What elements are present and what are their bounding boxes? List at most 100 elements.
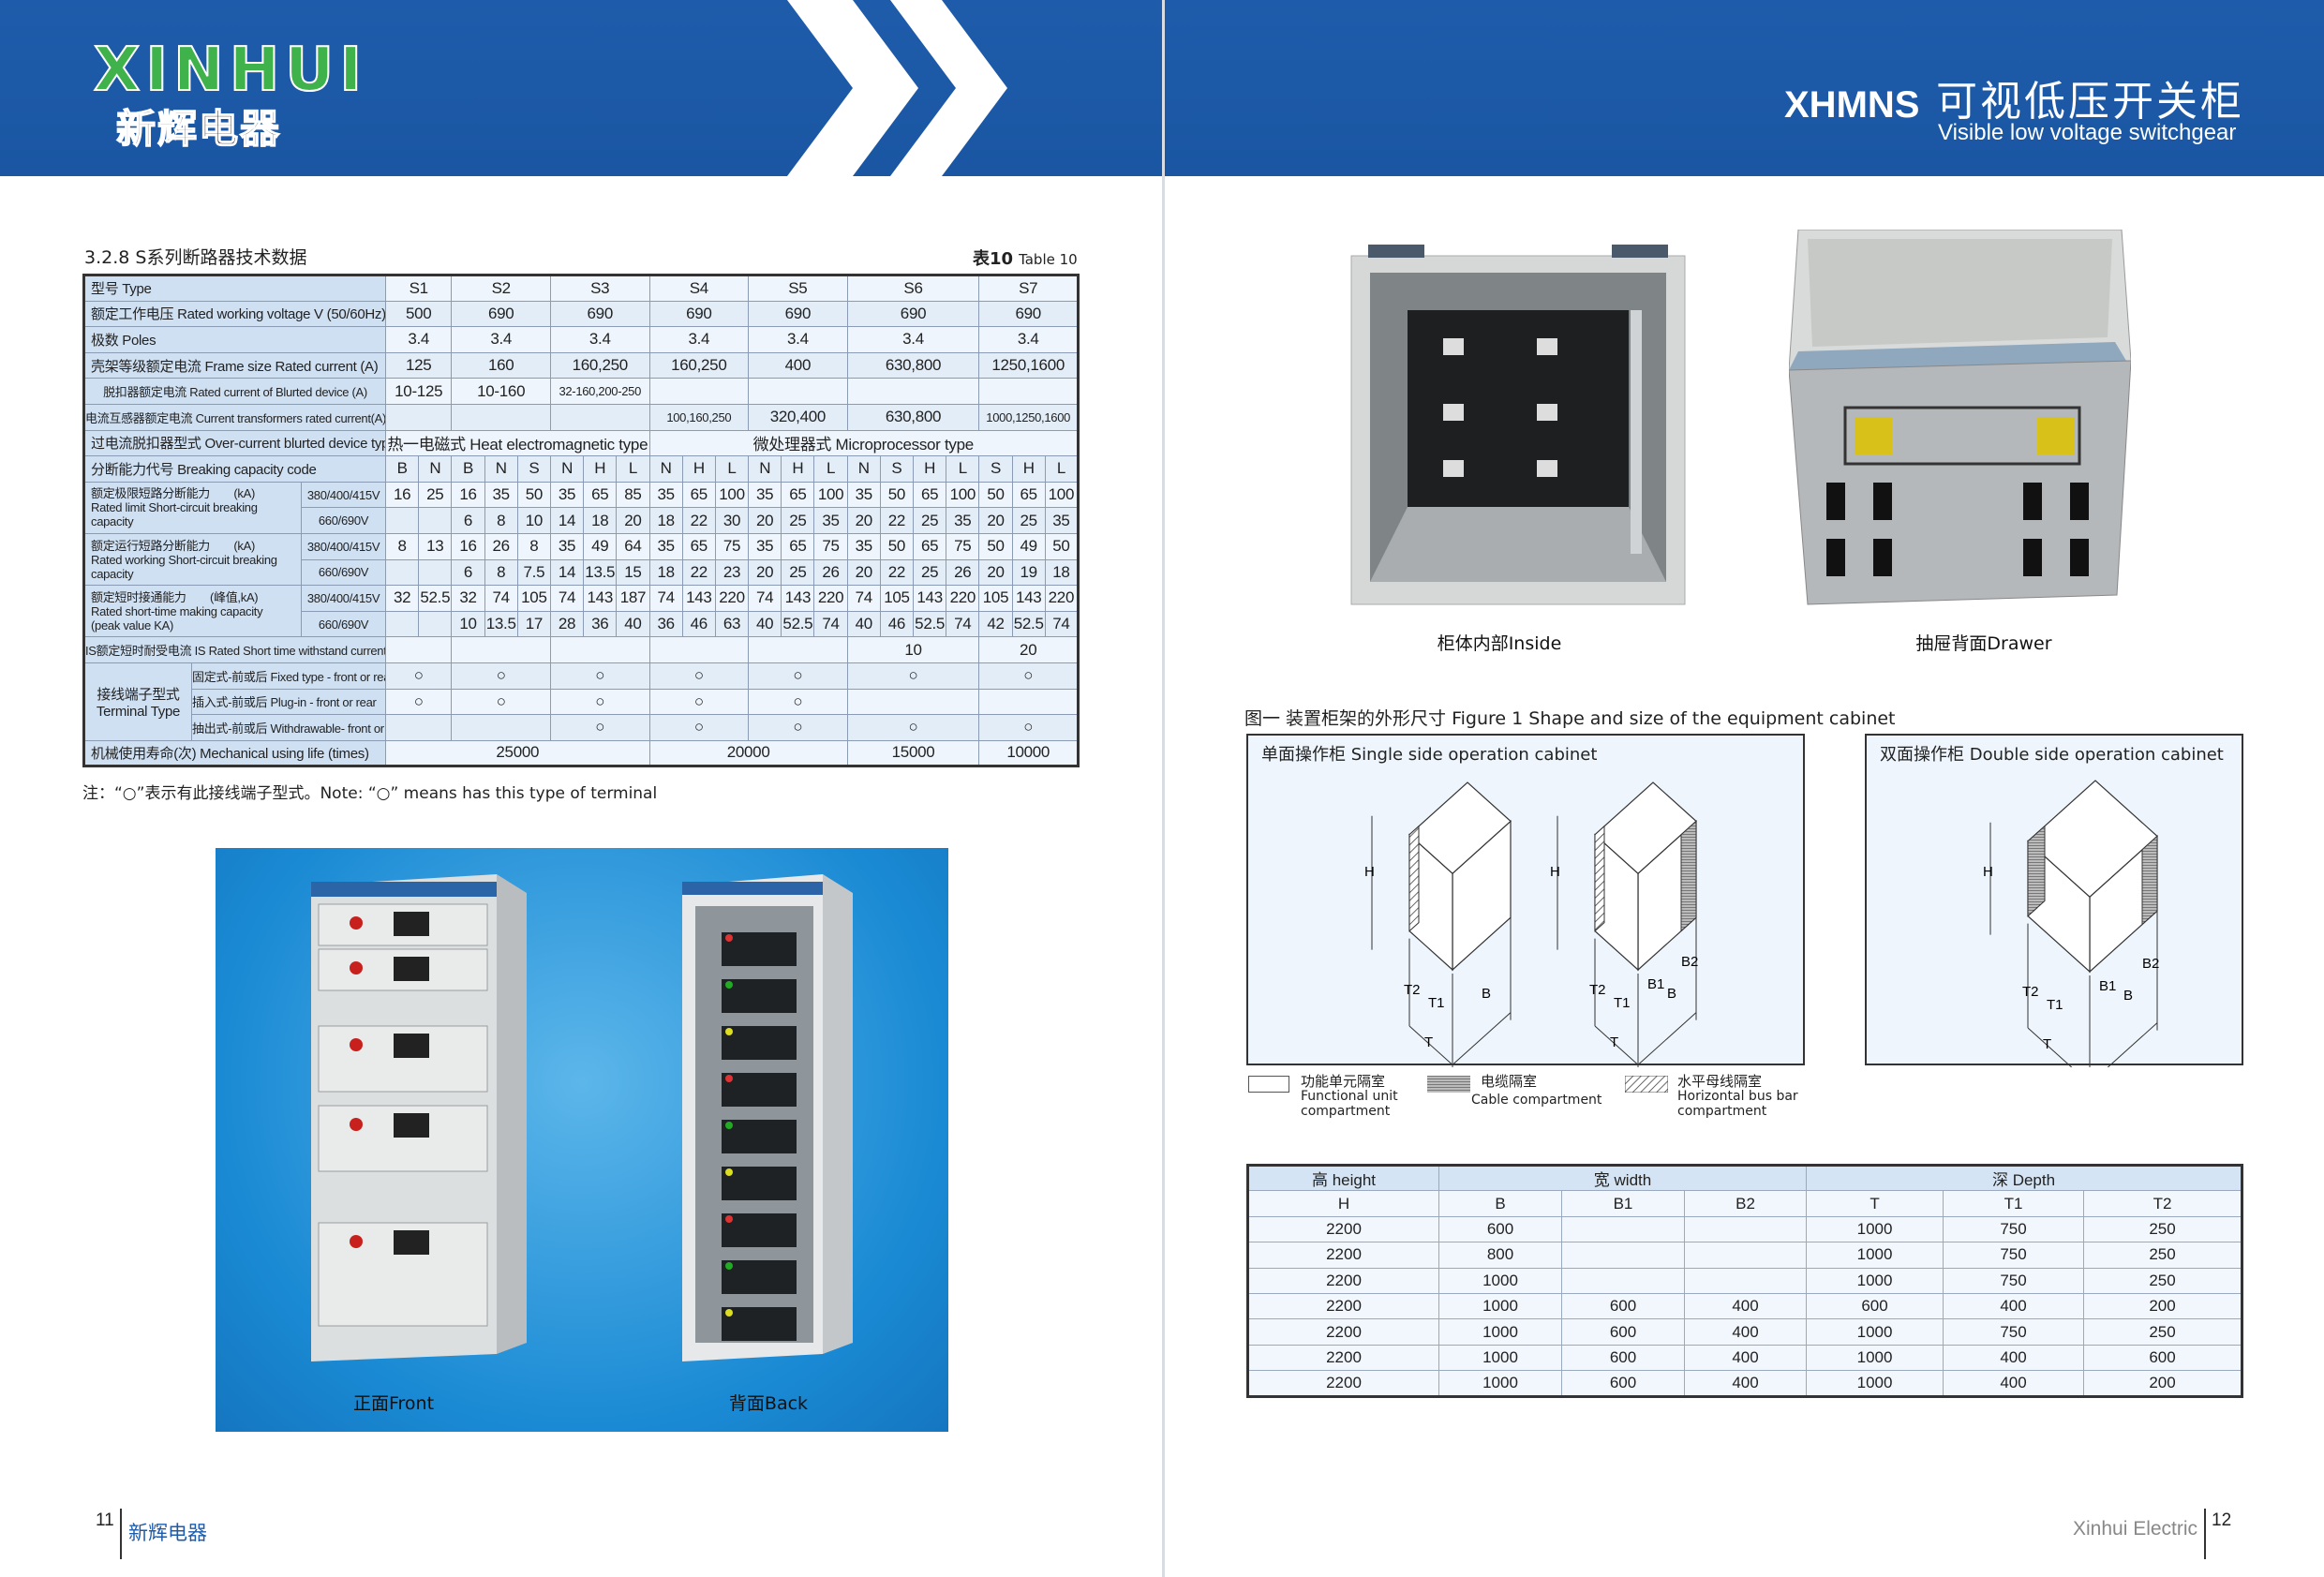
column-header: B1 [1561,1190,1685,1217]
capacity-label-zh: 额定极限短路分断能力 (kA) [91,486,256,501]
width-dimension-line [2107,1022,2158,1067]
capacity-value: 105 [978,585,1013,612]
capacity-value: 26 [946,558,980,587]
handle-knob [350,1118,363,1131]
capacity-value: 18 [1044,558,1080,587]
drawer-caption: 抽屉背面Drawer [1915,633,2052,654]
capacity-value: 52.5 [1011,610,1046,638]
dimension-value: 1000 [1806,1344,1944,1372]
capacity-value: 100 [946,481,980,509]
dimension-value: 600 [1561,1292,1685,1320]
breaking-code: L [1044,455,1080,483]
table-row: 壳架等级额定电流 Frame size Rated current (A)125… [82,351,1079,379]
terminal-lamp [725,934,733,942]
dimension-label-T1: T1 [1428,995,1445,1011]
capacity-value [385,558,420,587]
capacity-value: 13 [418,532,453,560]
cable-compartment [2027,825,2046,917]
section-title: 3.2.8 S系列断路器技术数据 [84,247,307,268]
legend-en: Cable compartment [1471,1093,1602,1108]
plug-contact [2070,539,2089,576]
mech-life-value: 15000 [846,739,980,767]
plug-contact [2023,539,2042,576]
front-caption: 正面Front [352,1393,435,1414]
chevron-decoration-icon [787,0,1007,176]
breaking-code: N [418,455,453,483]
busbar-compartment [1408,825,1420,932]
capacity-value: 40 [748,610,782,638]
voltage-label: 380/400/415V [300,585,387,612]
terminal-label-en: Terminal Type [96,703,181,720]
page-divider [1162,0,1165,1577]
cell-value [648,636,750,663]
cabinet-top-face [1408,781,1512,875]
table-row: 脱扣器额定电流 Rated current of Blurted device … [82,378,1079,405]
drawer-photo [1788,229,2132,607]
cell-value [451,636,551,663]
model-header: S3 [549,275,650,302]
cell-value: 125 [385,351,453,379]
terminal-mark: ○ [846,714,980,741]
cell-value: 690 [451,300,551,328]
dimension-label-B2: B2 [2142,956,2159,972]
capacity-value: 220 [946,585,980,612]
contact-socket [1537,404,1557,421]
cell-value [748,378,848,405]
capacity-value: 35 [549,532,585,560]
capacity-value: 105 [516,585,551,612]
cell-value: 630,800 [846,351,980,379]
legend-zh: 功能单元隔室 [1301,1073,1386,1090]
terminal-lamp [725,1122,733,1129]
column-header: B [1438,1190,1562,1217]
capacity-value: 35 [648,532,683,560]
terminal-lamp [725,1168,733,1176]
capacity-value: 36 [648,610,683,638]
cell-value: 1000,1250,1600 [978,403,1079,431]
capacity-value: 187 [616,585,650,612]
table-row-capacity: 额定短时接通能力 (峰值,kA)Rated short-time making … [83,585,1080,638]
plug-contact [1873,539,1892,576]
capacity-value: 74 [748,585,782,612]
capacity-value: 10 [516,507,551,534]
dimension-value: 250 [2083,1267,2242,1294]
dimension-value: 600 [1561,1370,1685,1397]
dimension-value: 250 [2083,1215,2242,1243]
capacity-value: 13.5 [484,610,518,638]
plug-contact [2023,483,2042,520]
plug-contact [1826,539,1845,576]
meter-display [394,1230,429,1255]
capacity-value: 8 [484,507,518,534]
capacity-value: 18 [648,558,683,587]
capacity-value: 16 [451,532,485,560]
capacity-value: 6 [451,558,485,587]
handle-knob [350,961,363,974]
capacity-value: 35 [846,481,881,509]
breaker-block [722,1073,797,1107]
capacity-value: 20 [978,558,1013,587]
capacity-value: 14 [549,558,585,587]
capacity-value: 63 [714,610,750,638]
dimension-value: 1000 [1438,1267,1562,1294]
mech-life-value: 20000 [648,739,848,767]
capacity-value: 143 [913,585,947,612]
capacity-value: 49 [583,532,618,560]
row-label: 电流互感器额定电流 Current transformers rated cur… [82,403,387,431]
cell-value: 400 [748,351,848,379]
dimension-value: 1000 [1806,1267,1944,1294]
model-header: S1 [385,275,453,302]
capacity-value: 35 [946,507,980,534]
cell-value: 630,800 [846,403,980,431]
cell-value: 690 [846,300,980,328]
dimension-value: 2200 [1247,1267,1439,1294]
dimension-value: 400 [1943,1292,2085,1320]
capacity-value: 7.5 [516,558,551,587]
cell-value: 160 [451,351,551,379]
terminal-mark: ○ [978,714,1079,741]
